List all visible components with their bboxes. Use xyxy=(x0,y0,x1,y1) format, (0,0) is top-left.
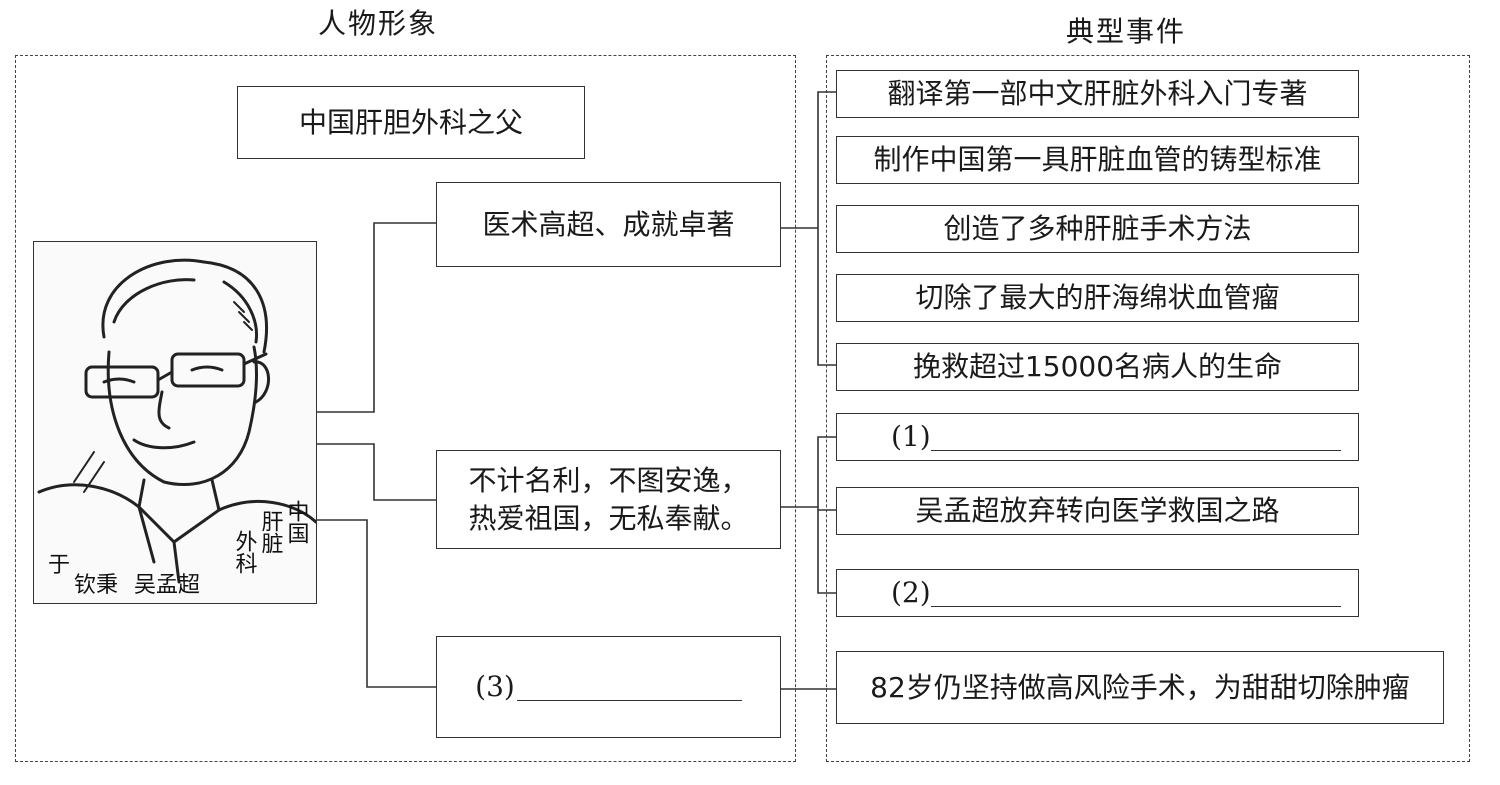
event-8-prefix: (2) xyxy=(891,576,931,609)
event-box-6-blank[interactable]: (1) xyxy=(836,413,1359,461)
trait-box-3-blank[interactable]: (3) xyxy=(436,636,781,738)
event-box-2: 制作中国第一具肝脏血管的铸型标准 xyxy=(836,136,1359,184)
portrait-sketch-icon: 中国 肝脏 外科 于 钦秉 吴孟超 xyxy=(37,258,316,598)
trait-2-line-2: 热爱祖国，无私奉献。 xyxy=(468,501,749,535)
event-9-text: 82岁仍坚持做高风险手术，为甜甜切除肿瘤 xyxy=(870,670,1410,704)
event-box-8-blank[interactable]: (2) xyxy=(836,569,1359,617)
svg-text:外科: 外科 xyxy=(232,530,258,574)
event-box-7: 吴孟超放弃转向医学救国之路 xyxy=(836,487,1359,535)
event-5-text: 挽救超过15000名病人的生命 xyxy=(912,350,1283,383)
svg-text:钦秉: 钦秉 xyxy=(74,573,118,598)
title-text: 中国肝胆外科之父 xyxy=(298,105,523,139)
svg-text:于: 于 xyxy=(48,553,70,578)
event-6-prefix: (1) xyxy=(891,420,931,453)
trait-3-answer-line[interactable] xyxy=(516,674,742,701)
event-1-text: 翻译第一部中文肝脏外科入门专著 xyxy=(887,77,1308,110)
event-2-text: 制作中国第一具肝脏血管的铸型标准 xyxy=(873,143,1322,176)
event-box-4: 切除了最大的肝海绵状血管瘤 xyxy=(836,274,1359,322)
right-heading: 典型事件 xyxy=(1066,15,1187,48)
trait-3-prefix: (3) xyxy=(475,670,515,703)
event-3-text: 创造了多种肝脏手术方法 xyxy=(943,212,1252,245)
event-8-answer-line[interactable] xyxy=(930,580,1341,607)
left-panel xyxy=(15,55,796,762)
event-box-9: 82岁仍坚持做高风险手术，为甜甜切除肿瘤 xyxy=(836,651,1444,724)
event-7-text: 吴孟超放弃转向医学救国之路 xyxy=(915,494,1280,527)
event-box-1: 翻译第一部中文肝脏外科入门专著 xyxy=(836,70,1359,118)
trait-box-2: 不计名利，不图安逸， 热爱祖国，无私奉献。 xyxy=(436,450,781,549)
event-box-5: 挽救超过15000名病人的生命 xyxy=(836,343,1359,391)
portrait-image: 中国 肝脏 外科 于 钦秉 吴孟超 xyxy=(33,241,317,604)
trait-1-text: 医术高超、成就卓著 xyxy=(482,207,735,241)
event-4-text: 切除了最大的肝海绵状血管瘤 xyxy=(915,281,1280,314)
left-heading: 人物形象 xyxy=(318,7,439,40)
svg-text:吴孟超: 吴孟超 xyxy=(134,573,200,598)
right-panel xyxy=(826,55,1470,762)
trait-box-1: 医术高超、成就卓著 xyxy=(436,182,781,267)
svg-text:肝脏: 肝脏 xyxy=(258,510,284,554)
trait-2-line-1: 不计名利，不图安逸， xyxy=(468,463,749,497)
svg-text:中国: 中国 xyxy=(284,500,309,544)
event-box-3: 创造了多种肝脏手术方法 xyxy=(836,205,1359,253)
title-box: 中国肝胆外科之父 xyxy=(237,86,585,159)
event-6-answer-line[interactable] xyxy=(930,424,1341,451)
